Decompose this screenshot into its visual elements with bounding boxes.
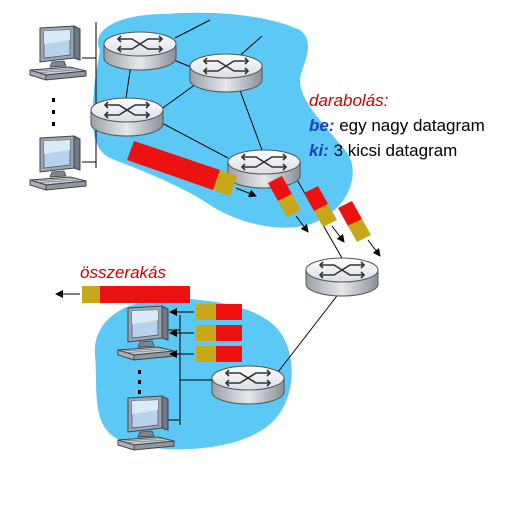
router-icon: [189, 53, 263, 93]
router-icon: [211, 365, 285, 405]
reassembled-datagram: [55, 286, 190, 303]
fragment-datagram: [304, 186, 345, 243]
more-hosts-dots: [52, 98, 141, 394]
reassembly-title: összerakás: [80, 263, 166, 282]
in-label: be: egy nagy datagram: [309, 116, 485, 135]
router-icon: [227, 149, 301, 189]
fragment-datagram: [268, 176, 309, 233]
fragmentation-title: darabolás:: [309, 91, 389, 110]
link-line: [277, 291, 341, 373]
link-line: [174, 19, 211, 39]
out-label: ki: 3 kicsi datagram: [309, 141, 457, 160]
arriving-fragment: [169, 346, 242, 362]
computer-icon: [29, 135, 87, 191]
large-datagram: [127, 141, 257, 198]
computer-icon: [29, 25, 87, 81]
router-icon: [103, 31, 177, 71]
link-line: [159, 121, 229, 159]
fragment-datagram: [338, 201, 381, 257]
router-icon: [305, 257, 379, 297]
link-line: [159, 83, 197, 111]
arriving-fragment: [169, 325, 242, 341]
arriving-fragment: [169, 304, 242, 320]
router-icon: [90, 97, 164, 137]
link-line: [237, 84, 263, 151]
